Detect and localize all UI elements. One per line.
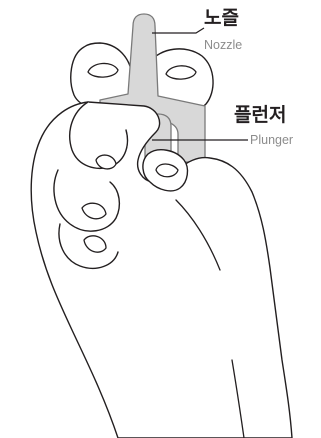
plunger-label-english: Plunger: [250, 134, 293, 147]
nozzle-leader-line: [152, 28, 204, 33]
nozzle-label-korean: 노즐: [204, 9, 239, 28]
hand: [31, 102, 292, 438]
plunger-label-korean: 플런저: [234, 106, 286, 125]
nozzle-label-english: Nozzle: [204, 39, 242, 52]
